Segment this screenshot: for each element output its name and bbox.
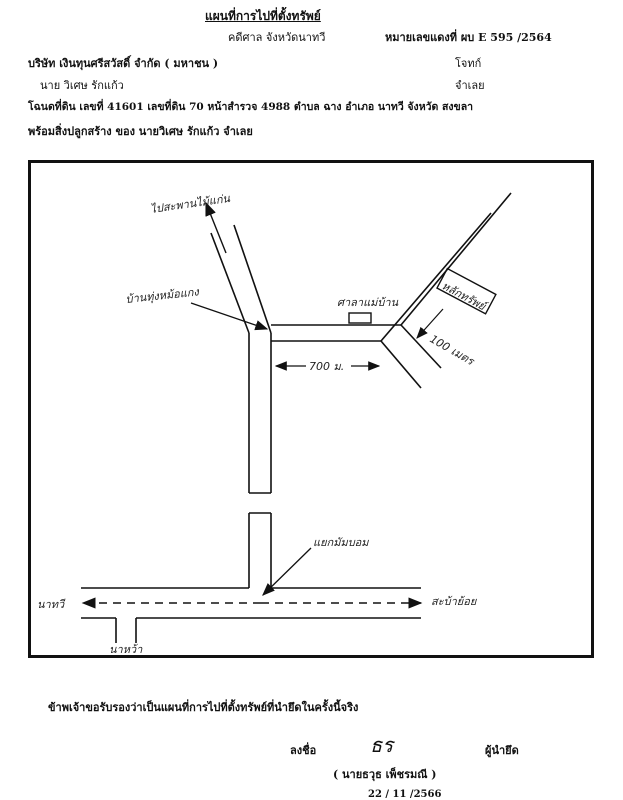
diagonal-road-end-edge2 [400, 324, 442, 369]
sala-label: ศาลาแม่บ้าน [337, 296, 399, 309]
south-label: นาหว้า [109, 643, 143, 655]
property-pointer-arrow [416, 308, 444, 339]
diagonal-road-lower-edge [380, 212, 492, 342]
defendant-name: นาย วิเศษ รักแก้ว [40, 79, 124, 92]
north-road-label: ไปสะพานไม้แก่น [150, 192, 232, 216]
distance-long-label: 700 ม. [309, 360, 344, 373]
land-deed-line: โฉนดที่ดิน เลขที่ 41601 เลขที่ดิน 70 หน้… [28, 101, 474, 113]
west-label: นาทวี [37, 598, 66, 611]
north-direction-arrow [205, 201, 227, 254]
case-number: หมายเลขแดงที่ ผบ E 595 /2564 [385, 31, 552, 44]
sign-date: 22 / 11 /2566 [368, 789, 442, 800]
route-map: ไปสะพานไม้แก่น บ้านทุ่งหม้อแกง ศาลาแม่บ้… [37, 192, 512, 655]
plaintiff-name: บริษัท เงินทุนศรีสวัสดิ์ จำกัด ( มหาชน ) [28, 57, 219, 70]
junction-label: แยกมัมบอม [313, 536, 369, 549]
north-road-right-edge [233, 224, 272, 334]
building-line: พร้อมสิ่งปลูกสร้าง ของ นายวิเศษ รักแก้ว … [28, 125, 253, 138]
document-title: แผนที่การไปที่ตั้งทรัพย์ [205, 9, 321, 23]
signer-role: ผู้นำยึด [485, 744, 519, 757]
plaintiff-role: โจทก์ [455, 57, 482, 70]
distance-short-label: 100 เมตร [428, 332, 478, 369]
property-label: หลักทรัพย์ [440, 279, 491, 314]
property-box [436, 267, 497, 315]
diagonal-road-upper-edge [400, 192, 512, 326]
junction-pointer-arrow [262, 547, 312, 596]
sala-building [348, 312, 372, 324]
map-frame: ไปสะพานไม้แก่น บ้านทุ่งหม้อแกง ศาลาแม่บ้… [28, 160, 594, 658]
diagonal-road-end-edge [380, 340, 422, 389]
certification-text: ข้าพเจ้าขอรับรองว่าเป็นแผนที่การไปที่ตั้… [48, 701, 359, 714]
defendant-role: จำเลย [455, 79, 485, 92]
handwritten-signature: ธร [370, 733, 393, 757]
east-label: สะบ้าย้อย [431, 595, 478, 608]
shop-label: บ้านทุ่งหม้อแกง [125, 285, 201, 306]
sign-label: ลงชื่อ [290, 744, 317, 757]
signer-name: ( นายธวุธ เพ็ชรมณี ) [333, 768, 437, 781]
north-road-left-edge [210, 232, 250, 334]
shop-pointer-arrow [190, 302, 269, 331]
court-name: คดีศาล จังหวัดนาทวี [228, 31, 326, 44]
